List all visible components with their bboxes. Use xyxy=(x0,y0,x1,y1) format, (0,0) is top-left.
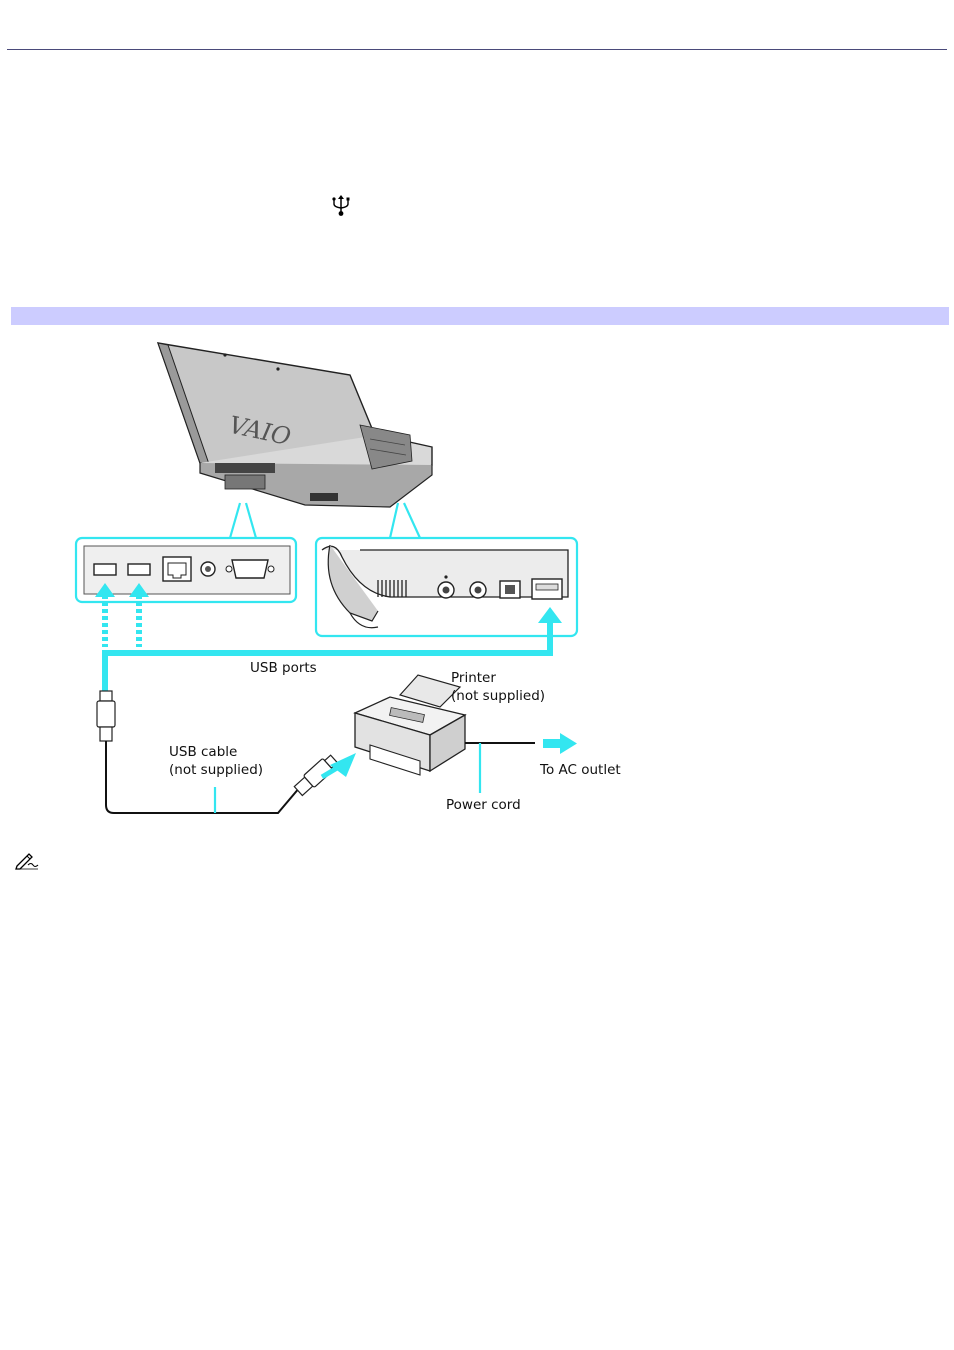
printer-illustration xyxy=(355,675,465,775)
printer-label: Printer xyxy=(451,670,496,686)
laptop-illustration: VAIO xyxy=(158,343,432,507)
usb-cable-note: (not supplied) xyxy=(169,762,263,778)
section-heading-bar xyxy=(11,307,949,325)
side-ports-panel xyxy=(316,538,577,636)
printer-note: (not supplied) xyxy=(451,688,545,704)
to-ac-outlet-label: To AC outlet xyxy=(539,762,621,778)
to-ac-arrow xyxy=(543,733,577,754)
usb-icon xyxy=(331,195,351,217)
power-cord-label: Power cord xyxy=(446,797,521,813)
note-pencil-icon xyxy=(14,850,40,870)
usb-cable-label: USB cable xyxy=(169,744,237,760)
usb-ports-label: USB ports xyxy=(250,660,317,676)
usb-printer-connection-diagram: VAIO xyxy=(60,335,650,825)
header-rule xyxy=(7,49,947,50)
